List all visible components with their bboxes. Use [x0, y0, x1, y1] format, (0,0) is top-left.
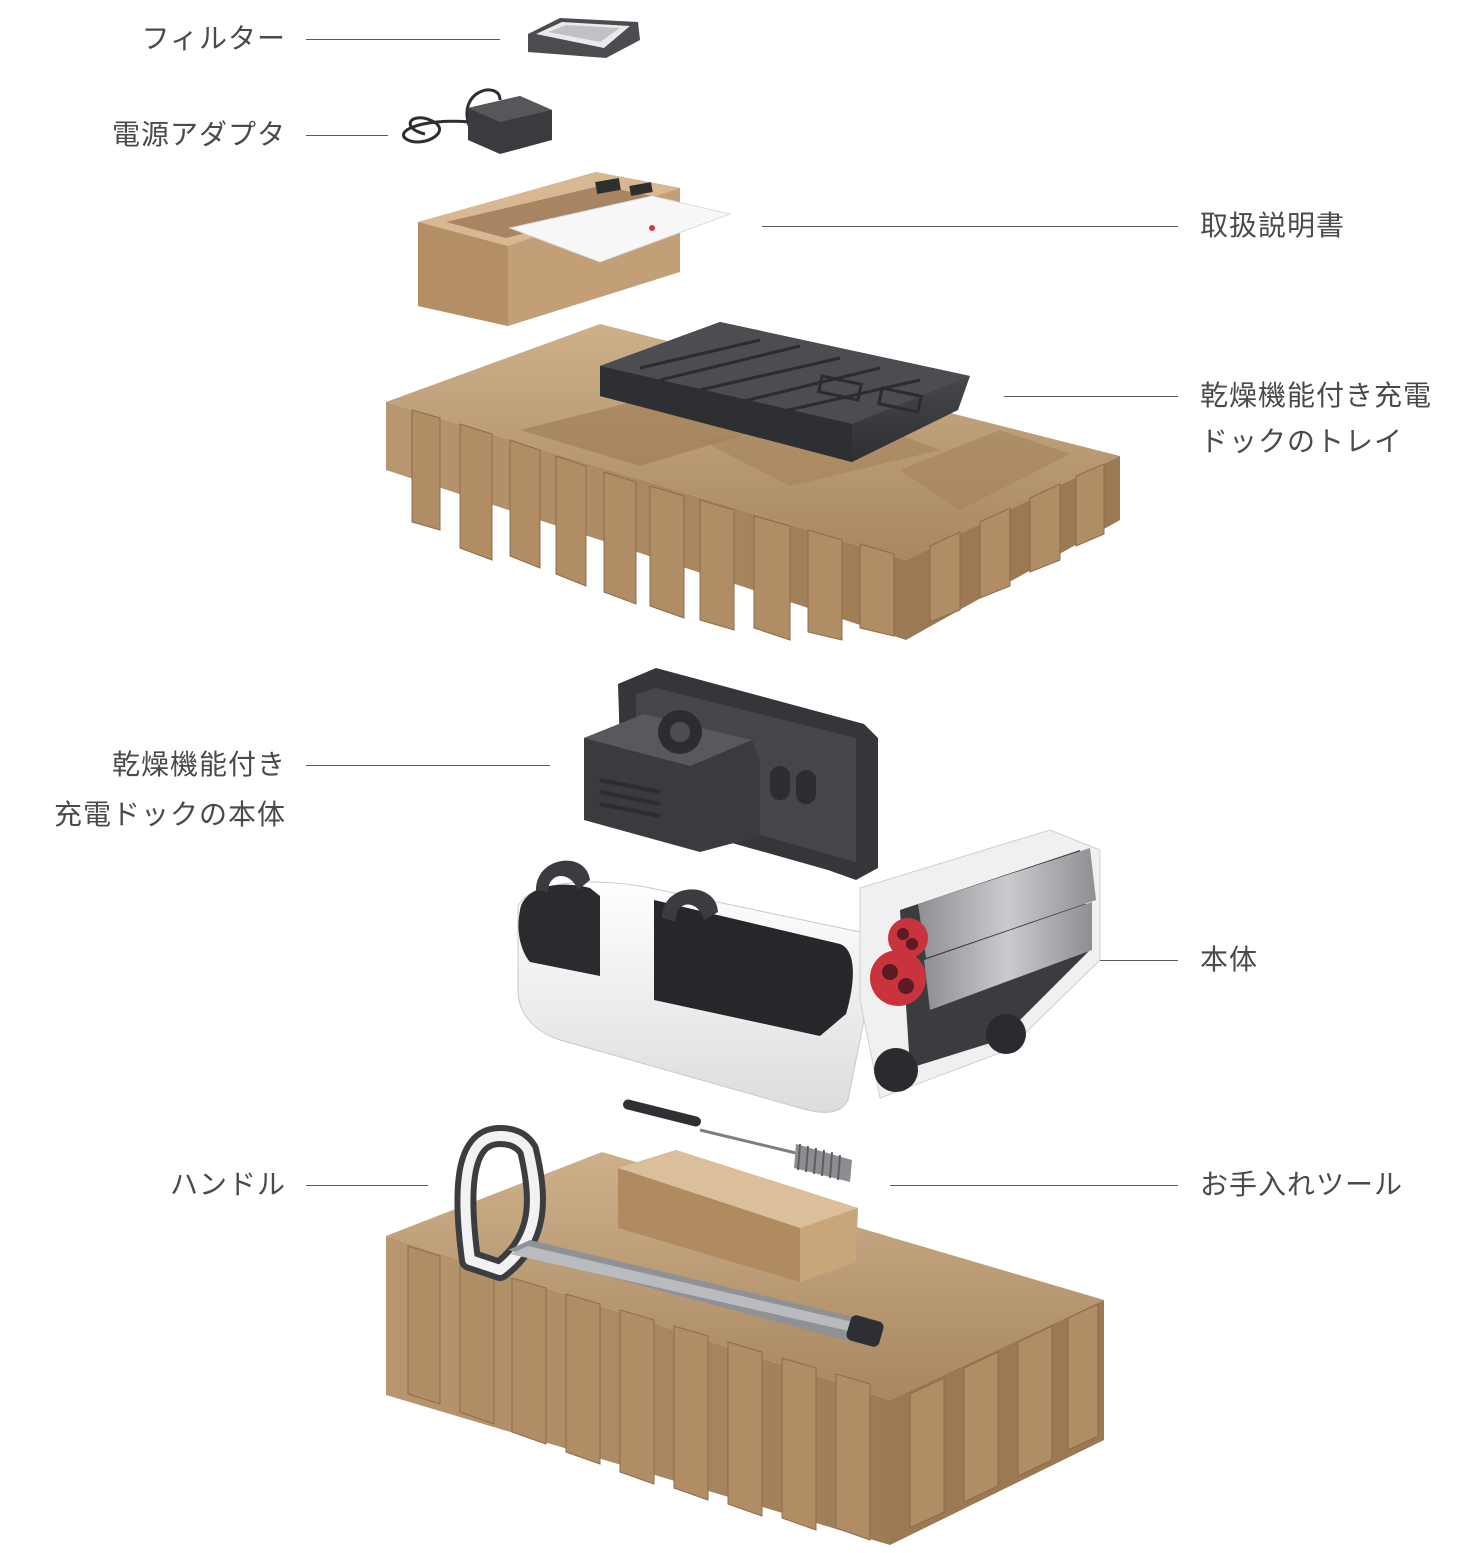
leader-line-power-adapter — [306, 135, 388, 136]
label-dock-tray-line2: ドックのトレイ — [1200, 425, 1404, 458]
dock-body-illustration — [584, 668, 878, 880]
label-main-body: 本体 — [1200, 943, 1259, 976]
label-power-adapter: 電源アダプタ — [111, 118, 286, 151]
leader-line-main-body — [1100, 960, 1178, 961]
leader-line-manual — [762, 226, 1178, 227]
label-dock-tray-line1: 乾燥機能付き充電 — [1200, 379, 1433, 412]
dock-tray-illustration — [600, 322, 970, 462]
label-dock-body-line1: 乾燥機能付き — [111, 748, 286, 781]
label-dock-body-line2: 充電ドックの本体 — [53, 798, 286, 831]
label-manual: 取扱説明書 — [1200, 209, 1346, 242]
lower-pulp-tray-illustration — [386, 1150, 1104, 1545]
manual-box-illustration — [418, 172, 732, 326]
main-body-illustration — [517, 829, 1101, 1113]
leader-line-handle — [306, 1185, 428, 1186]
label-filter: フィルター — [141, 22, 286, 55]
leader-line-dock-body — [306, 765, 550, 766]
label-handle: ハンドル — [169, 1168, 286, 1201]
leader-line-dock-tray — [1004, 396, 1178, 397]
handle-illustration — [454, 1125, 884, 1347]
cleaning-tool-illustration — [623, 1099, 852, 1182]
leader-line-cleaning-tool — [890, 1185, 1178, 1186]
label-cleaning-tool: お手入れツール — [1200, 1168, 1404, 1201]
filter-illustration — [528, 18, 640, 58]
upper-pulp-tray-illustration — [386, 324, 1120, 641]
power-adapter-illustration — [402, 88, 552, 154]
leader-line-filter — [306, 39, 500, 40]
